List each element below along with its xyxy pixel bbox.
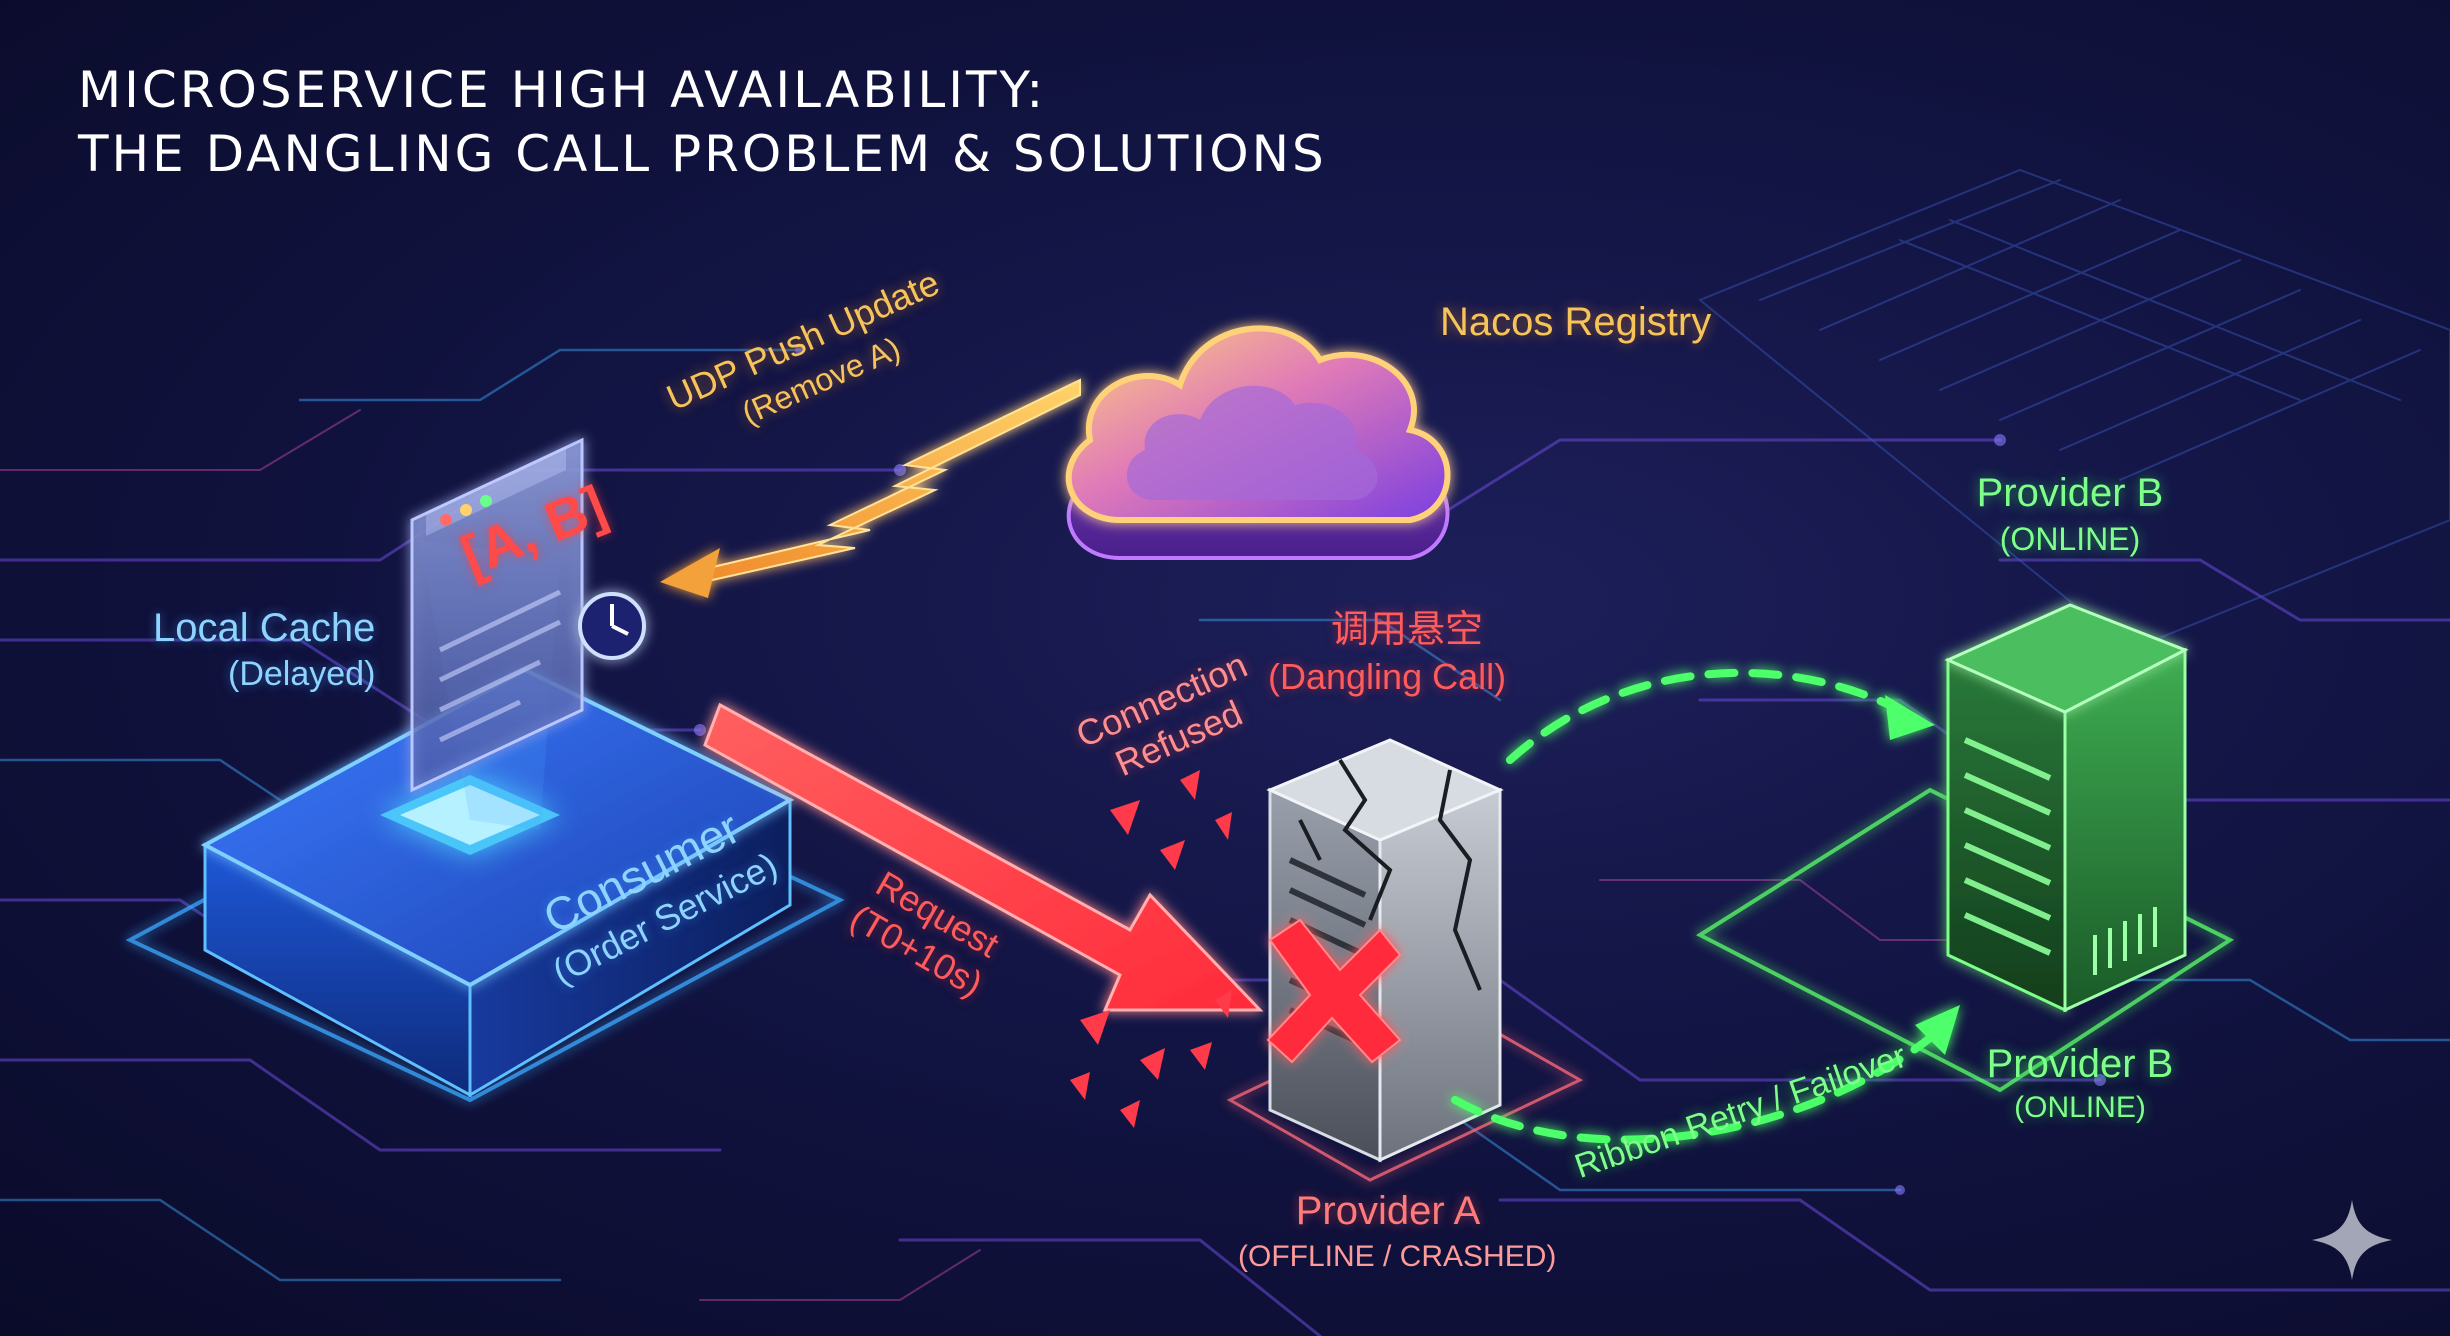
provider-b-server	[1695, 603, 2235, 1093]
retry-arrow-bottom	[1451, 1026, 1944, 1144]
dangling-call-label: 调用悬空 (Dangling Call)	[1268, 605, 1506, 701]
impact-shards	[1070, 770, 1232, 1128]
provider-b-bottom-title: Provider B	[1986, 1042, 2174, 1086]
failure-x-icon	[1266, 918, 1402, 1064]
local-cache-label: Local Cache (Delayed)	[140, 605, 375, 697]
local-cache-title: Local Cache	[153, 606, 376, 650]
provider-a-status: (OFFLINE / CRASHED)	[1238, 1240, 1557, 1273]
request-arrow	[703, 702, 1264, 1012]
provider-b-bottom-status: (ONLINE)	[2014, 1091, 2146, 1124]
retry-arrows	[1451, 668, 1944, 1144]
dangling-en: (Dangling Call)	[1268, 656, 1507, 697]
dangling-cn: 调用悬空	[1331, 607, 1484, 651]
provider-b-bottom-label: Provider B (ONLINE)	[1930, 1042, 2230, 1130]
clock-icon	[578, 592, 646, 660]
provider-b-top-status: (ONLINE)	[1999, 521, 2141, 557]
local-cache-panel	[410, 437, 646, 830]
title-line-2: THE DANGLING CALL PROBLEM & SOLUTIONS	[78, 125, 1327, 183]
udp-push-arrow	[660, 378, 1081, 598]
page-title: MICROSERVICE HIGH AVAILABILITY: THE DANG…	[78, 58, 1327, 186]
retry-arrow-top	[1506, 668, 1904, 764]
provider-b-top-label: Provider B (ONLINE)	[1920, 470, 2220, 562]
nacos-cloud-icon	[1065, 325, 1451, 560]
local-cache-sub: (Delayed)	[228, 655, 376, 693]
provider-a-server	[1226, 738, 1584, 1182]
provider-a-label: Provider A (OFFLINE / CRASHED)	[1238, 1188, 1557, 1280]
title-line-1: MICROSERVICE HIGH AVAILABILITY:	[78, 61, 1047, 119]
sparkle-icon	[2312, 1200, 2392, 1280]
registry-label: Nacos Registry	[1440, 300, 1712, 344]
provider-a-title: Provider A	[1295, 1189, 1481, 1233]
provider-b-top-title: Provider B	[1976, 471, 2164, 515]
consumer-platform	[125, 667, 845, 1103]
retry-arrowheads	[1885, 695, 1960, 1055]
